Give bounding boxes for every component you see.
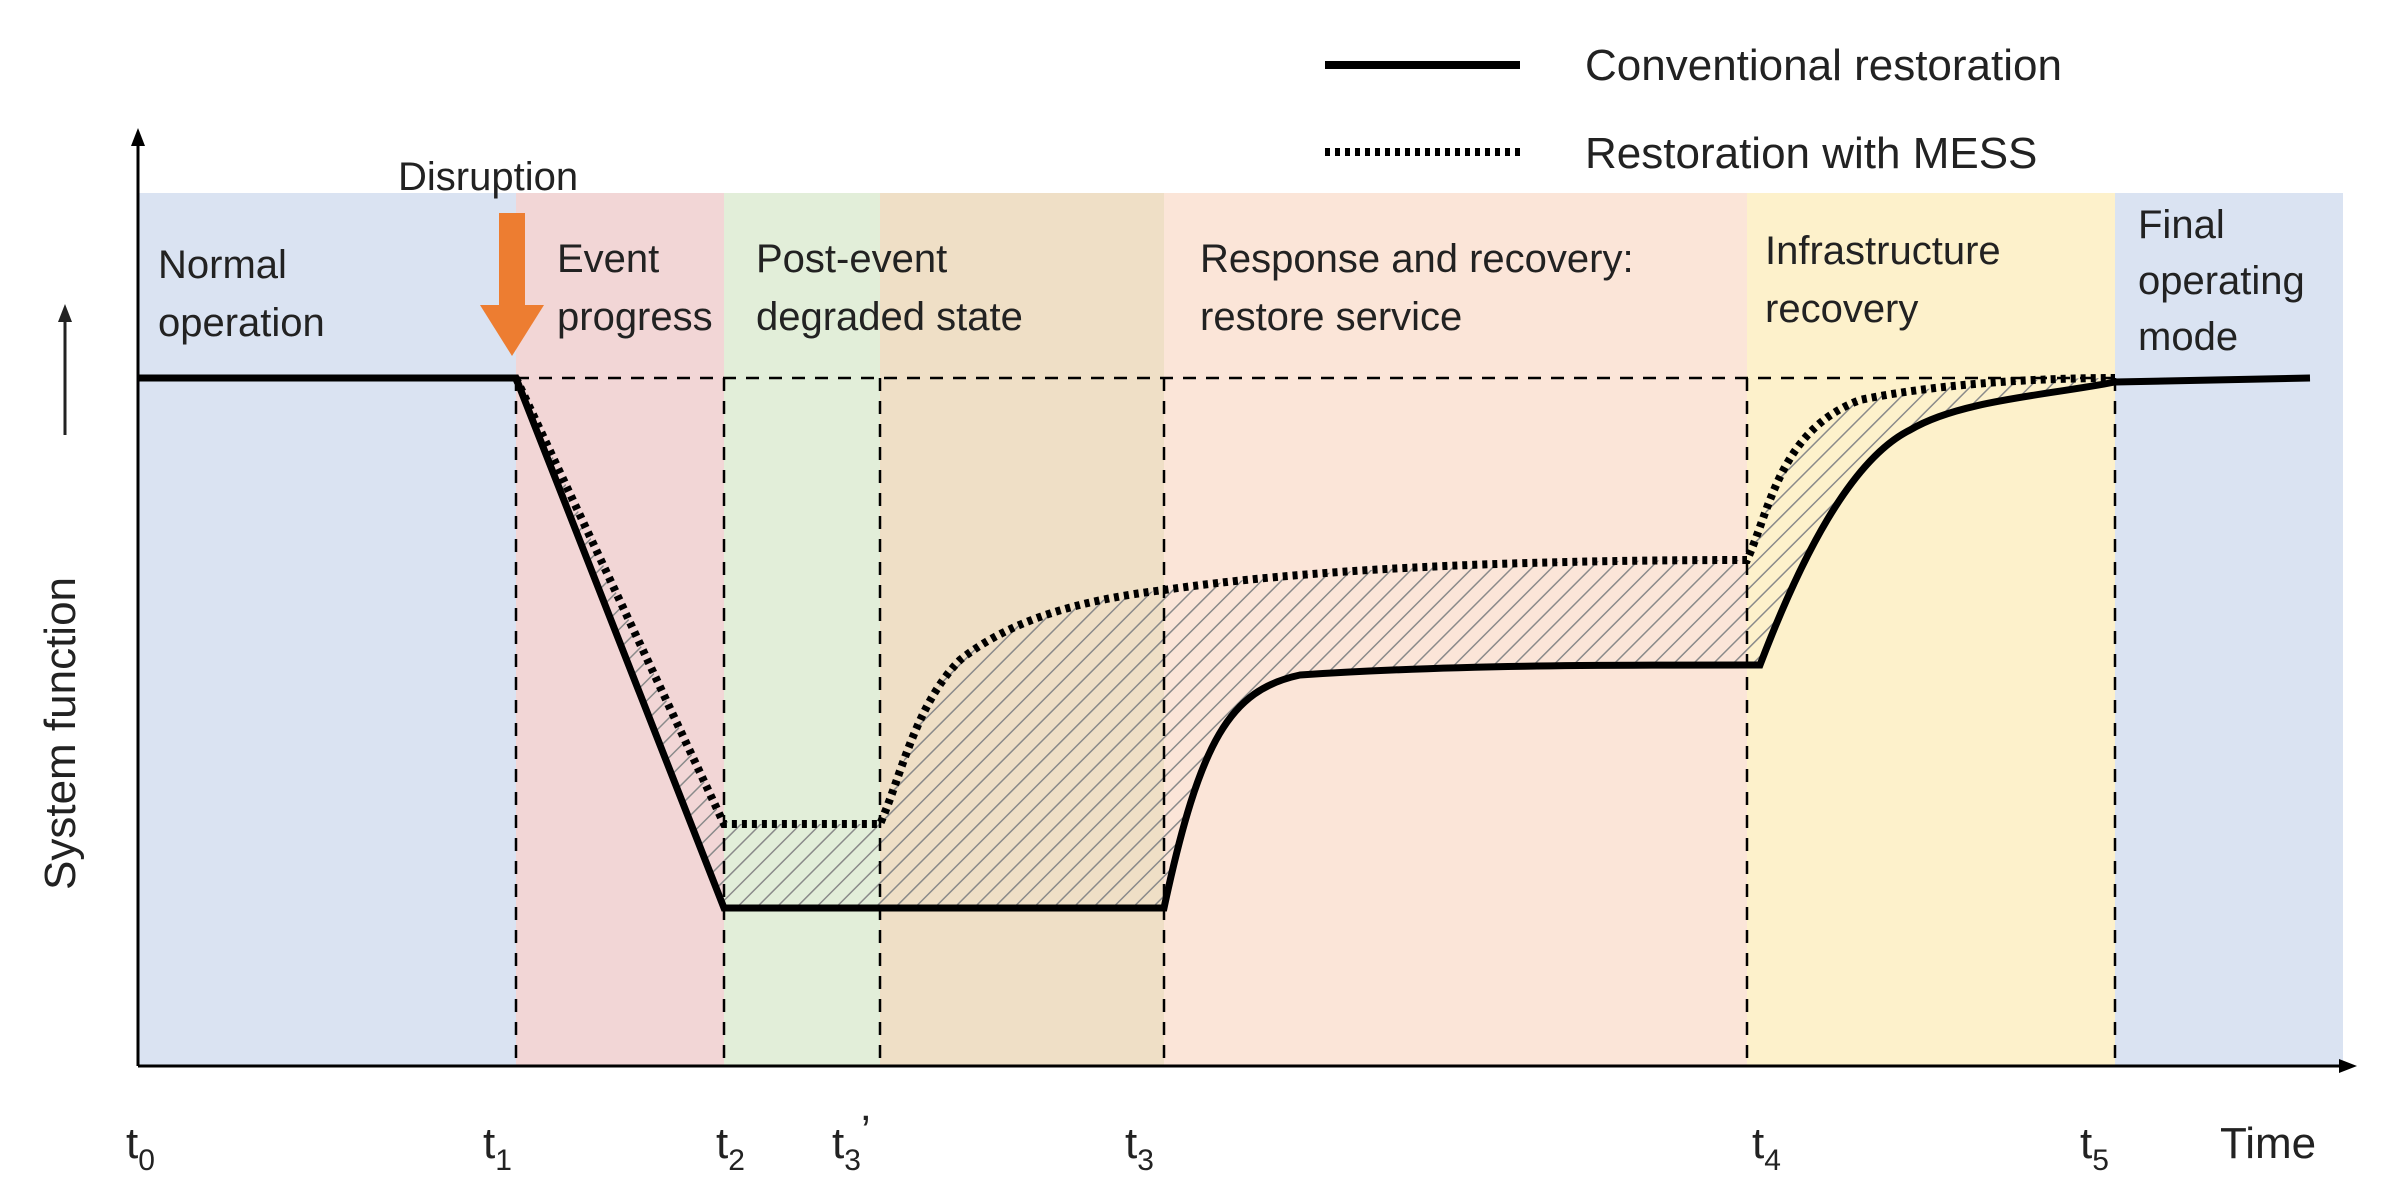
phase-label-normal-1: Normal [158, 243, 287, 287]
axes [136, 142, 2343, 1068]
phase-label-final-1: Final [2138, 203, 2225, 247]
phase-label-response-1: Response and recovery: [1200, 237, 1634, 281]
band-final [2115, 193, 2343, 1066]
legend-conventional-label: Conventional restoration [1585, 41, 2062, 90]
legend: Conventional restoration Restoration wit… [1325, 41, 2062, 178]
x-axis-title: Time [2220, 1119, 2316, 1168]
tick-t1: t1 [483, 1119, 512, 1177]
conventional-restoration-curve [138, 374, 2311, 912]
y-axis-title: System function [36, 577, 85, 890]
y-axis-arrowhead [131, 128, 145, 146]
phase-label-event-2: progress [557, 295, 713, 339]
phase-label-normal-2: operation [158, 301, 325, 345]
disruption-arrow-icon [480, 213, 544, 356]
legend-mess-label: Restoration with MESS [1585, 129, 2037, 178]
improvement-hatch-area [516, 378, 2115, 908]
tick-t5: t5 [2080, 1119, 2109, 1177]
band-post-event [724, 193, 880, 1066]
mess-restoration-curve [512, 374, 2116, 828]
tick-t3: t3 [1125, 1119, 1154, 1177]
band-normal [138, 193, 516, 1066]
y-axis-title-arrowhead [58, 304, 72, 322]
tick-labels: t0 t1 t2 t3’ t3 t4 t5 [126, 1107, 2109, 1177]
phase-label-event-1: Event [557, 237, 659, 281]
phase-labels: Normal operation Event progress Post-eve… [158, 203, 2305, 359]
tick-t4: t4 [1752, 1119, 1781, 1177]
tick-t0: t0 [126, 1119, 155, 1177]
phase-label-infrastructure-1: Infrastructure [1765, 229, 2001, 273]
band-infrastructure [1747, 193, 2115, 1066]
phase-label-post-event-2: degraded state [756, 295, 1023, 339]
phase-label-infrastructure-2: recovery [1765, 287, 1918, 331]
phase-label-final-2: operating [2138, 259, 2305, 303]
phase-label-post-event-1: Post-event [756, 237, 947, 281]
tick-t2: t2 [716, 1119, 745, 1177]
disruption-label: Disruption [398, 155, 578, 199]
phase-label-final-3: mode [2138, 315, 2238, 359]
tick-t3-prime: t3’ [832, 1107, 871, 1177]
x-axis-arrowhead [2339, 1059, 2357, 1073]
phase-label-response-2: restore service [1200, 295, 1462, 339]
